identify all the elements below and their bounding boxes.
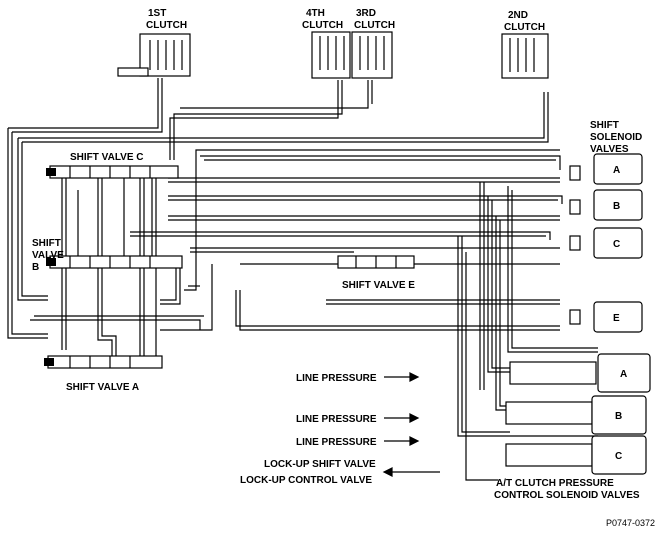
at-solenoid-c (505, 435, 647, 475)
shift-solenoid-b (569, 189, 643, 221)
first-clutch (117, 33, 191, 77)
shift-solenoid-e (569, 301, 643, 333)
second-clutch (501, 33, 549, 79)
shift-valve-b-label-2: VALVE (32, 250, 64, 261)
second-clutch-label-2: CLUTCH (504, 22, 545, 33)
shift-solenoid-c (569, 227, 643, 259)
line-pressure-label-2: LINE PRESSURE (296, 414, 377, 425)
shift-solenoid-a-letter: A (613, 165, 620, 176)
third-clutch-label-2: CLUTCH (354, 20, 395, 31)
shift-solenoid-heading-1: SHIFT (590, 120, 619, 131)
at-solenoid-b (505, 395, 647, 435)
shift-valve-e-label: SHIFT VALVE E (342, 280, 415, 291)
shift-valve-a-body (44, 355, 163, 369)
lockup-shift-valve-label: LOCK-UP SHIFT VALVE (264, 459, 376, 470)
second-clutch-label-1: 2ND (508, 10, 528, 21)
labels: 1ST CLUTCH 4TH CLUTCH 3RD CLUTCH 2ND CLU… (32, 8, 655, 528)
shift-solenoid-e-letter: E (613, 313, 620, 324)
figure-code: P0747-0372 (606, 518, 655, 528)
shift-solenoid-c-letter: C (613, 239, 620, 250)
shift-valve-a-label: SHIFT VALVE A (66, 382, 139, 393)
fourth-clutch-label-1: 4TH (306, 8, 325, 19)
third-clutch-label-1: 3RD (356, 8, 376, 19)
pressure-arrows (382, 372, 440, 477)
shift-valve-b-body (46, 255, 183, 269)
fourth-clutch-label-2: CLUTCH (302, 20, 343, 31)
line-pressure-label-3: LINE PRESSURE (296, 437, 377, 448)
third-clutch (351, 31, 393, 79)
at-solenoid-a (509, 353, 651, 393)
first-clutch-label-1: 1ST (148, 8, 166, 19)
fourth-clutch (311, 31, 351, 79)
shift-valve-b-label-3: B (32, 262, 39, 273)
at-solenoid-heading-1: A/T CLUTCH PRESSURE (496, 478, 614, 489)
line-pressure-label-1: LINE PRESSURE (296, 373, 377, 384)
at-solenoid-b-letter: B (615, 411, 622, 422)
shift-valve-e-body (337, 255, 415, 269)
at-solenoid-a-letter: A (620, 369, 627, 380)
shift-valve-b-label-1: SHIFT (32, 238, 61, 249)
shift-solenoid-a (569, 153, 643, 185)
at-solenoid-heading-2: CONTROL SOLENOID VALVES (494, 490, 640, 501)
lockup-control-valve-label: LOCK-UP CONTROL VALVE (240, 475, 372, 486)
at-solenoid-c-letter: C (615, 451, 622, 462)
first-clutch-label-2: CLUTCH (146, 20, 187, 31)
shift-valve-c-label: SHIFT VALVE C (70, 152, 144, 163)
shift-solenoid-heading-2: SOLENOID (590, 132, 642, 143)
shift-solenoid-b-letter: B (613, 201, 620, 212)
shift-valve-c-body (46, 165, 179, 179)
shift-solenoid-heading-3: VALVES (590, 144, 629, 155)
